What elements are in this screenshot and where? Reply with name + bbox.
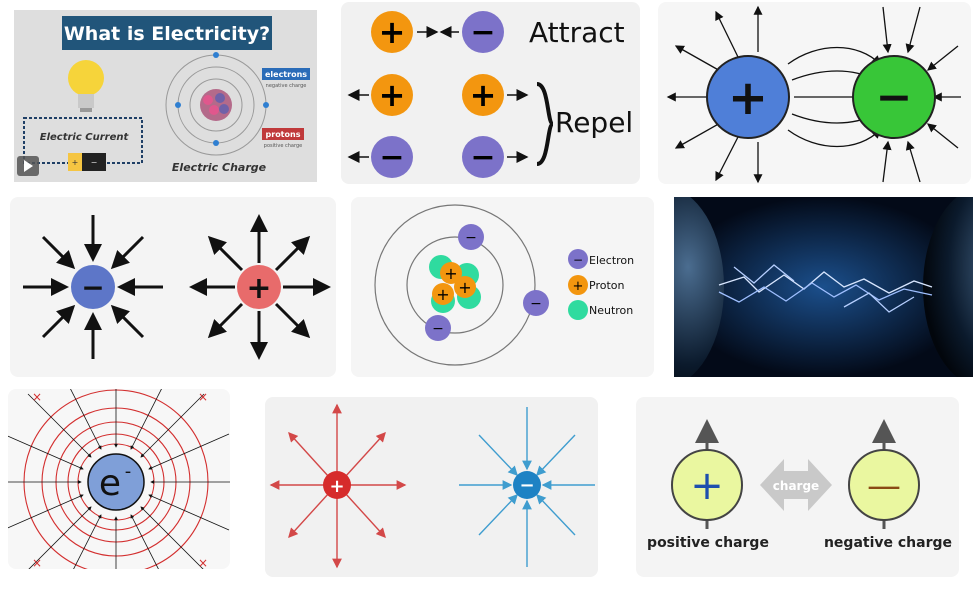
charge-label: charge [773, 479, 819, 493]
result-tile-atom-model[interactable]: + + + − − − − Electron + Proton Neutron [351, 197, 654, 377]
svg-text:+: + [470, 76, 497, 114]
nucleus: + + + [429, 255, 481, 313]
svg-text:+: + [72, 158, 79, 167]
result-tile-field-lines[interactable]: + − [265, 397, 598, 577]
svg-text:+: + [573, 279, 584, 294]
what-is-electricity-image: What is Electricity? Electric Current + … [14, 10, 317, 182]
negative-charge-label: negative charge [824, 535, 952, 551]
svg-text:+: + [444, 264, 457, 283]
result-tile-electric-arc[interactable] [674, 197, 973, 377]
positive-sign: + [690, 463, 724, 509]
negative-sign: — [867, 466, 901, 506]
svg-text:+: + [458, 278, 471, 297]
electric-arc-image [674, 197, 973, 377]
svg-text:+: + [436, 285, 449, 304]
electrons-sub-label: negative charge [266, 83, 307, 89]
svg-text:×: × [32, 556, 42, 569]
positive-charge-sign: + [246, 271, 271, 306]
negative-charge-sign: − [519, 475, 534, 496]
svg-text:×: × [198, 556, 208, 569]
svg-text:×: × [198, 390, 208, 404]
bulb-icon [68, 60, 104, 112]
repel-label: Repel [555, 106, 633, 139]
positive-negative-charge-image: + — charge positive charge negative char… [647, 419, 952, 551]
svg-text:−: − [573, 253, 583, 267]
electric-current-label: Electric Current [40, 132, 130, 143]
radial-field-lines [8, 389, 230, 569]
svg-text:−: − [379, 140, 404, 175]
result-tile-attract-repel[interactable]: + − Attract + + − − Repel [341, 2, 640, 184]
dipole-field-image: + − [666, 5, 961, 184]
lightning-bolts [718, 264, 933, 313]
thumb-title: What is Electricity? [64, 23, 270, 45]
outward-arrows [189, 214, 331, 360]
inward-arrows [23, 215, 163, 359]
negative-charge-sign: − [876, 72, 913, 123]
field-lines-image: + − [269, 403, 595, 569]
svg-text:−: − [91, 158, 98, 167]
result-tile-positive-negative-charge[interactable]: + — charge positive charge negative char… [636, 397, 959, 577]
attract-label: Attract [529, 16, 625, 49]
protons-sub-label: positive charge [264, 143, 302, 149]
svg-text:+: + [379, 76, 406, 114]
legend-electron: Electron [589, 254, 634, 267]
outward-field-lines [269, 403, 407, 569]
legend-neutron: Neutron [589, 304, 633, 317]
svg-text:+: + [379, 13, 406, 51]
svg-text:×: × [32, 390, 42, 404]
svg-text:−: − [470, 15, 495, 50]
point-charges-image: − + [23, 214, 331, 360]
result-tile-point-charges[interactable]: − + [10, 197, 336, 377]
electron-symbol: e [99, 463, 121, 504]
svg-text:−: − [530, 296, 542, 312]
inward-field-lines [459, 407, 595, 567]
svg-text:−: − [465, 230, 477, 246]
play-icon[interactable] [17, 156, 39, 176]
atom-diagram [165, 52, 269, 156]
result-tile-dipole-field[interactable]: + − [658, 2, 971, 184]
positive-charge-sign: + [329, 476, 344, 497]
electrons-label: electrons [265, 70, 307, 79]
positive-charge-label: positive charge [647, 535, 769, 551]
electron-superscript: - [125, 461, 132, 482]
electric-charge-label: Electric Charge [172, 161, 267, 174]
svg-text:−: − [432, 321, 444, 337]
negative-charge-sign: − [81, 271, 104, 304]
legend-proton: Proton [589, 279, 624, 292]
battery-icon: + − [68, 153, 106, 171]
svg-text:−: − [470, 140, 495, 175]
field-lines [666, 5, 961, 184]
protons-label: protons [266, 130, 301, 139]
result-tile-what-is-electricity[interactable]: What is Electricity? Electric Current + … [14, 10, 317, 182]
result-tile-electron-field[interactable]: × × × × e - [8, 389, 230, 569]
atom-model-image: + + + − − − − Electron + Proton Neutron [374, 204, 634, 366]
attract-repel-image: + − Attract + + − − Repel [347, 11, 633, 178]
electron-field-image: × × × × e - [8, 389, 230, 569]
double-arrow [760, 459, 832, 511]
positive-charge-sign: + [728, 70, 768, 126]
